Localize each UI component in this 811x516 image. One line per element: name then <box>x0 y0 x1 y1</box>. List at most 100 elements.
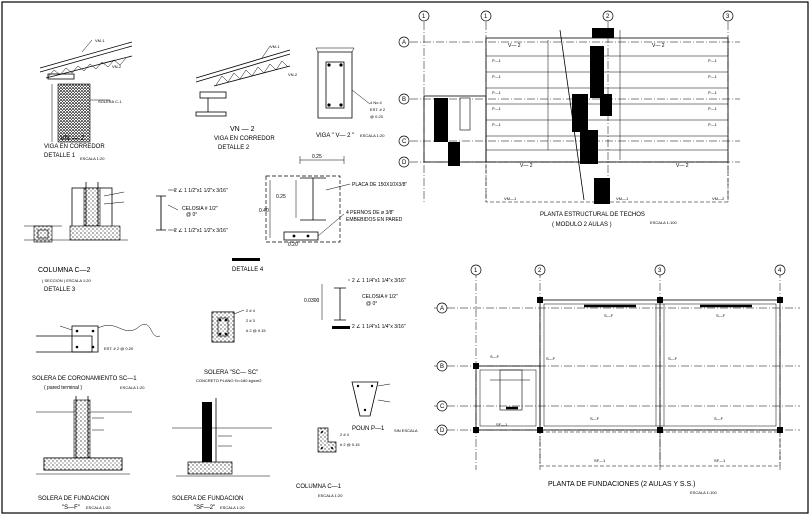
roof-structural-plan: 1 1 2 3 A B C D <box>398 10 740 228</box>
sf2-subtitle: "SF—2" <box>194 505 215 511</box>
fnd-room-sf-3: S—F <box>490 354 500 359</box>
sc1-scale: ESCALA 1:20 <box>120 385 145 390</box>
fnd-footing-2: SF—1 <box>714 458 726 463</box>
fnd-footing-3: SF—1 <box>496 422 508 427</box>
detail-solera-fundacion-sf: SOLERA DE FUNDACION "S—F" ESCALA 1:20 <box>36 396 132 511</box>
sc1-note: EST. # 2 @ 0.20 <box>104 346 134 351</box>
sf2-title: SOLERA DE FUNDACION <box>172 496 243 502</box>
c1-note-1: 2 # 4 <box>340 432 350 437</box>
d4-bolts: 4 PERNOS DE ø 3/8" <box>346 210 394 216</box>
d4-dim-mid: 0.25 <box>276 194 286 200</box>
v2-scale: ESCALA 1:20 <box>360 133 385 138</box>
detail-solera-sc: 2 # 4 2 # 3 # 2 @ 0.15 SOLERA "SC— SC" C… <box>196 308 266 383</box>
detail1-title: VN — 2 <box>60 135 85 142</box>
colsec-bottom-chord: 2 ∠ 1 1/4"x1 1/4"x 3/16" <box>352 324 406 330</box>
colsec-dim: 0.0300 <box>304 298 320 304</box>
sc-note-2: 2 # 3 <box>246 318 256 323</box>
fnd-axis-yc: C <box>440 404 445 410</box>
detail2-subtitle: VIGA EN CORREDOR <box>214 136 275 142</box>
fnd-room-sf-5: S—F <box>714 416 724 421</box>
callout-vm1: VM-1 <box>95 38 105 43</box>
c1-note-2: # 2 @ 0.15 <box>340 442 360 447</box>
v2-note-2: EST. # 2 <box>370 107 386 112</box>
fnd-axis-x3: 3 <box>658 268 662 274</box>
detail-solera-coronamiento: EST. # 2 @ 0.20 SOLERA DE CORONAMIENTO S… <box>32 324 161 391</box>
d4-title: DETALLE 4 <box>232 267 264 273</box>
sc-note-3: # 2 @ 0.15 <box>246 328 266 333</box>
roof-member-p1-6: P—1 <box>708 58 718 63</box>
d4-dim-bottom: 0.20 <box>288 242 298 248</box>
roof-plan-title: PLANTA ESTRUCTURAL DE TECHOS <box>540 212 645 218</box>
sf-scale: ESCALA 1:20 <box>86 505 111 510</box>
d4-dim-top: 0.25 <box>312 154 322 160</box>
detail1-subtitle: VIGA EN CORREDOR <box>44 144 105 150</box>
roof-plan-subtitle: ( MODULO 2 AULAS ) <box>552 222 612 228</box>
sc-subtitle: CONCRETO PLANO f'c=180 kg/cm2 <box>196 378 262 383</box>
detail1-scale: ESCALA 1:20 <box>80 156 105 161</box>
roof-axis-x4: 3 <box>726 14 730 20</box>
joist-top-chord: 2 ∠ 1 1/2"x1 1/2"x 3/16" <box>174 188 228 194</box>
roof-axis-yc: C <box>402 139 407 145</box>
detail-vn2-corridor-2: VM-1 VN-2 VN — 2 VIGA EN CORREDOR DETALL… <box>195 44 298 151</box>
roof-beam-v2-3: V— 2 <box>520 163 533 169</box>
fnd-axis-yd: D <box>440 428 445 434</box>
sc-note-1: 2 # 4 <box>246 308 256 313</box>
roof-beam-vm1-2: VM—1 <box>616 196 629 201</box>
joist-web: CELOSIA # 1/2" <box>182 206 218 212</box>
detail2-number: DETALLE 2 <box>218 145 250 151</box>
roof-member-p1-5: P—1 <box>492 122 502 127</box>
callout-vm1-d2: VM-1 <box>270 44 280 49</box>
c1-scale: ESCALA 1:20 <box>318 493 343 498</box>
detail-4: 0.25 0.25 0.40 0.20 PLACA DE 150X10X3/8"… <box>232 154 407 273</box>
fnd-room-sf-7: S—F <box>668 356 678 361</box>
c2-title: COLUMNA C—2 <box>38 267 91 274</box>
detail-vn2-corridor-1: VM-1 VN-2 SOLERA C-1 VN — 2 VIGA EN CORR… <box>39 38 133 161</box>
d4-bolts-2: EMBEBIDOS EN PARED <box>346 217 403 223</box>
c2-subtitle: ( SECCION ) ESCALA 1:20 <box>42 278 91 283</box>
detail-columna-c2: COLUMNA C—2 ( SECCION ) ESCALA 1:20 DETA… <box>24 182 128 293</box>
callout-vn2: VN-2 <box>112 64 122 69</box>
callout-vn2-d2: VN-2 <box>288 72 298 77</box>
fnd-plan-scale: ESCALA 1:100 <box>690 490 717 495</box>
v2-note-3: @ 0.20 <box>370 114 384 119</box>
roof-axis-yd: D <box>402 160 407 166</box>
fnd-plan-title: PLANTA DE FUNDACIONES (2 AULAS Y S.S.) <box>548 481 695 488</box>
fnd-axis-yb: B <box>440 364 444 370</box>
colsec-web-spacing: @ 0° <box>366 301 377 307</box>
colsec-top-chord: 2 ∠ 1 1/4"x1 1/4"x 3/16" <box>352 278 406 284</box>
foundation-plan: 1 2 3 4 A B C D <box>434 264 800 495</box>
roof-axis-x2: 1 <box>484 14 488 20</box>
roof-member-p1-2: P—1 <box>492 74 502 79</box>
detail-column-section: 0.0300 2 ∠ 1 1/4"x1 1/4"x 3/16" CELOSIA … <box>304 278 406 330</box>
c2-detail: DETALLE 3 <box>44 287 76 293</box>
detail-viga-v2: 4 No 4 EST. # 2 @ 0.20 VIGA " V— 2 " ESC… <box>315 47 386 139</box>
fnd-axis-x4: 4 <box>778 268 782 274</box>
callout-solera: SOLERA C-1 <box>98 99 122 104</box>
v2-title: VIGA " V— 2 " <box>316 133 354 139</box>
joist-web-spacing: @ 0° <box>186 212 197 218</box>
roof-member-p1-4: P—1 <box>492 106 502 111</box>
d4-plate: PLACA DE 150X10X3/8" <box>352 182 407 188</box>
v2-note-1: 4 No 4 <box>370 100 383 105</box>
roof-member-p1-10: P—1 <box>708 122 718 127</box>
roof-axis-x1: 1 <box>422 14 426 20</box>
fnd-axis-ya: A <box>440 306 444 312</box>
p1-title: POUN P—1 <box>352 426 385 432</box>
roof-beam-vm2: VM—2 <box>712 196 725 201</box>
sf2-scale: ESCALA 1:20 <box>220 505 245 510</box>
sf-title: SOLERA DE FUNDACION <box>38 496 109 502</box>
fnd-room-sf-4: S—F <box>590 416 600 421</box>
roof-member-p1-8: P—1 <box>708 90 718 95</box>
c1-title: COLUMNA C—1 <box>296 484 342 490</box>
sf-subtitle: "S—F" <box>62 505 80 511</box>
roof-beam-v2-2: V— 2 <box>652 43 665 49</box>
detail-poun-p1: POUN P—1 SIN ESCALA <box>351 381 418 433</box>
fnd-axis-x1: 1 <box>474 268 478 274</box>
sc1-subtitle: ( pared terminal ) <box>44 385 82 391</box>
d4-dim-left: 0.40 <box>259 208 269 214</box>
roof-axis-ya: A <box>402 40 406 46</box>
roof-axis-yb: B <box>402 97 406 103</box>
roof-member-p1-1: P—1 <box>492 58 502 63</box>
